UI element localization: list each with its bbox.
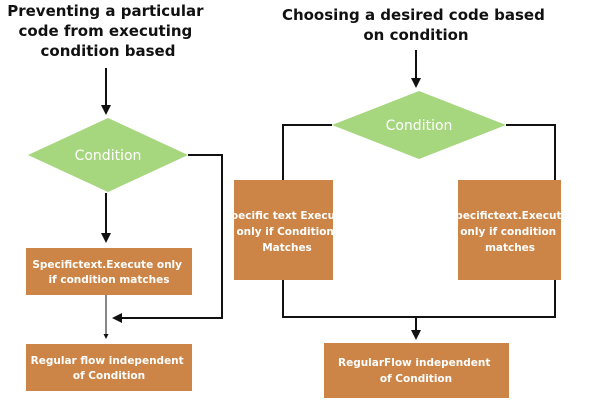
right-title-line: Choosing a desired code based	[282, 6, 545, 24]
left-regular-line: of Condition	[73, 370, 145, 382]
right-specific-left-box	[234, 180, 333, 280]
left-flowchart: Preventing a particular code from execut…	[7, 2, 223, 391]
left-condition-diamond	[28, 118, 188, 192]
right-right-branch-line	[506, 124, 556, 180]
left-specific-label: Specifictext.Execute only if condition m…	[32, 259, 185, 286]
left-regular-label: Regular flow independent of Condition	[31, 355, 188, 382]
left-title-line: code from executing	[19, 22, 193, 40]
right-condition-diamond	[332, 91, 506, 159]
right-flowchart: Choosing a desired code based on conditi…	[223, 6, 573, 398]
right-specific-right-line: only if condition	[460, 226, 556, 238]
right-specific-right-line: matches	[485, 242, 535, 254]
left-specific-box	[26, 248, 192, 295]
right-title-line: on condition	[363, 26, 468, 44]
left-title: Preventing a particular code from execut…	[7, 2, 209, 60]
right-regular-line: of Condition	[380, 373, 452, 385]
left-title-line: condition based	[41, 42, 176, 60]
right-specific-right-label: Specifictext.Execute only if condition m…	[448, 210, 573, 254]
right-regular-line: RegularFlow independent	[338, 357, 490, 369]
right-regular-box	[324, 343, 509, 398]
right-specific-left-line: Specific text Execute	[223, 210, 347, 222]
right-specific-left-line: only if Condition	[236, 226, 333, 238]
left-condition-label: Condition	[75, 148, 142, 164]
right-left-branch-line	[282, 124, 332, 180]
left-title-line: Preventing a particular	[7, 2, 204, 20]
left-bypass-arrow	[112, 154, 223, 323]
right-specific-right-line: Specifictext.Execute	[448, 210, 569, 222]
right-specific-left-line: Matches	[262, 242, 312, 254]
left-regular-box	[26, 344, 192, 391]
right-specific-left-label: Specific text Execute only if Condition …	[223, 210, 351, 254]
left-specific-line: if condition matches	[49, 274, 170, 286]
right-title: Choosing a desired code based on conditi…	[282, 6, 550, 44]
left-specific-line: Specifictext.Execute only	[32, 259, 182, 271]
left-regular-line: Regular flow independent	[31, 355, 184, 367]
right-condition-label: Condition	[386, 118, 453, 134]
right-merge-line	[282, 280, 556, 318]
right-regular-label: RegularFlow independent of Condition	[338, 357, 494, 385]
right-specific-right-box	[458, 180, 561, 280]
